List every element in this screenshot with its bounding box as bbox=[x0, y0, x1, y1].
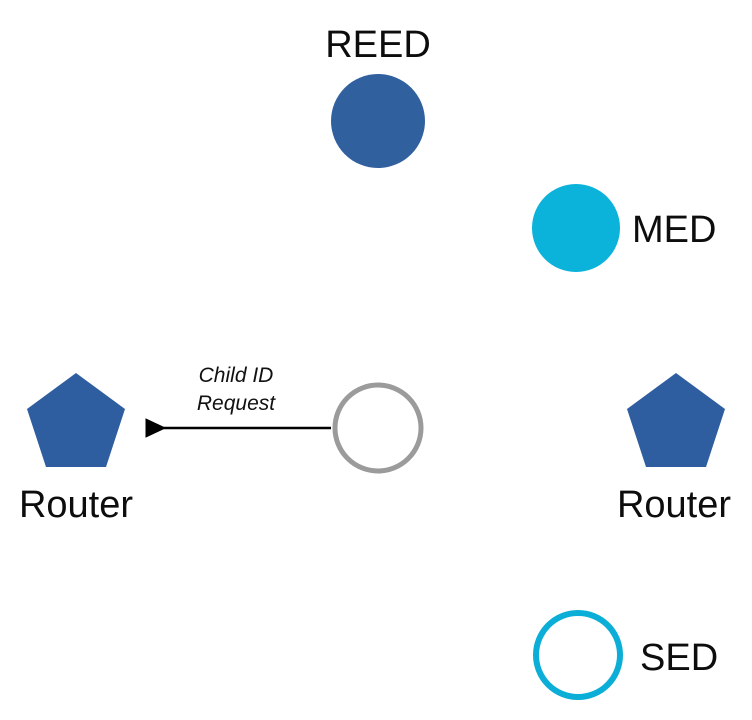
edge-label-line1: Child ID bbox=[199, 364, 274, 387]
med-label: MED bbox=[632, 209, 716, 251]
sed-circle-outline-icon bbox=[533, 610, 623, 700]
leader-circle-outline-icon bbox=[332, 382, 424, 474]
reed-label: REED bbox=[325, 24, 431, 66]
edge-label-line2: Request bbox=[197, 392, 276, 415]
router-pentagon-icon bbox=[627, 373, 725, 467]
node-reed[interactable]: REED bbox=[325, 24, 431, 168]
node-router-left[interactable]: Router bbox=[19, 373, 133, 526]
med-circle-icon bbox=[532, 184, 620, 272]
router-right-label: Router bbox=[617, 484, 731, 526]
router-pentagon-icon bbox=[27, 373, 125, 467]
node-router-right[interactable]: Router bbox=[617, 373, 731, 526]
sed-label: SED bbox=[640, 637, 718, 679]
edge-child-id-request[interactable]: Child ID Request bbox=[145, 364, 331, 438]
node-med[interactable]: MED bbox=[532, 184, 716, 272]
reed-circle-icon bbox=[331, 74, 425, 168]
node-sed[interactable]: SED bbox=[533, 610, 718, 700]
node-leader-center[interactable] bbox=[332, 382, 424, 474]
router-left-label: Router bbox=[19, 484, 133, 526]
